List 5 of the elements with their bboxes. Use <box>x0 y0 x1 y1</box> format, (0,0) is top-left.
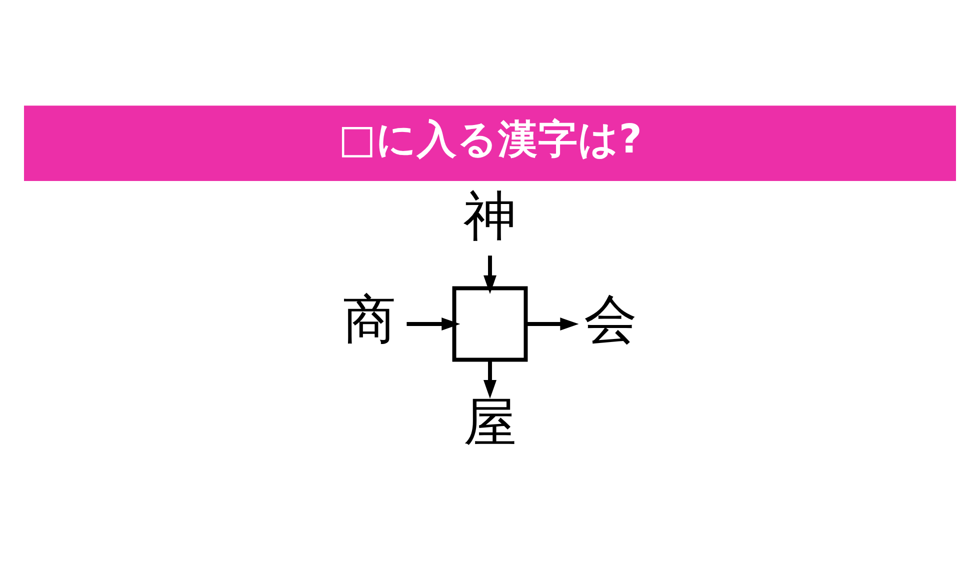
diagram-title: □に入る漢字は? <box>338 116 642 163</box>
node-text: 会 <box>584 289 637 350</box>
node-text: 商 <box>343 289 396 350</box>
node-text: 神 <box>464 186 516 248</box>
node-text: 屋 <box>464 392 516 454</box>
